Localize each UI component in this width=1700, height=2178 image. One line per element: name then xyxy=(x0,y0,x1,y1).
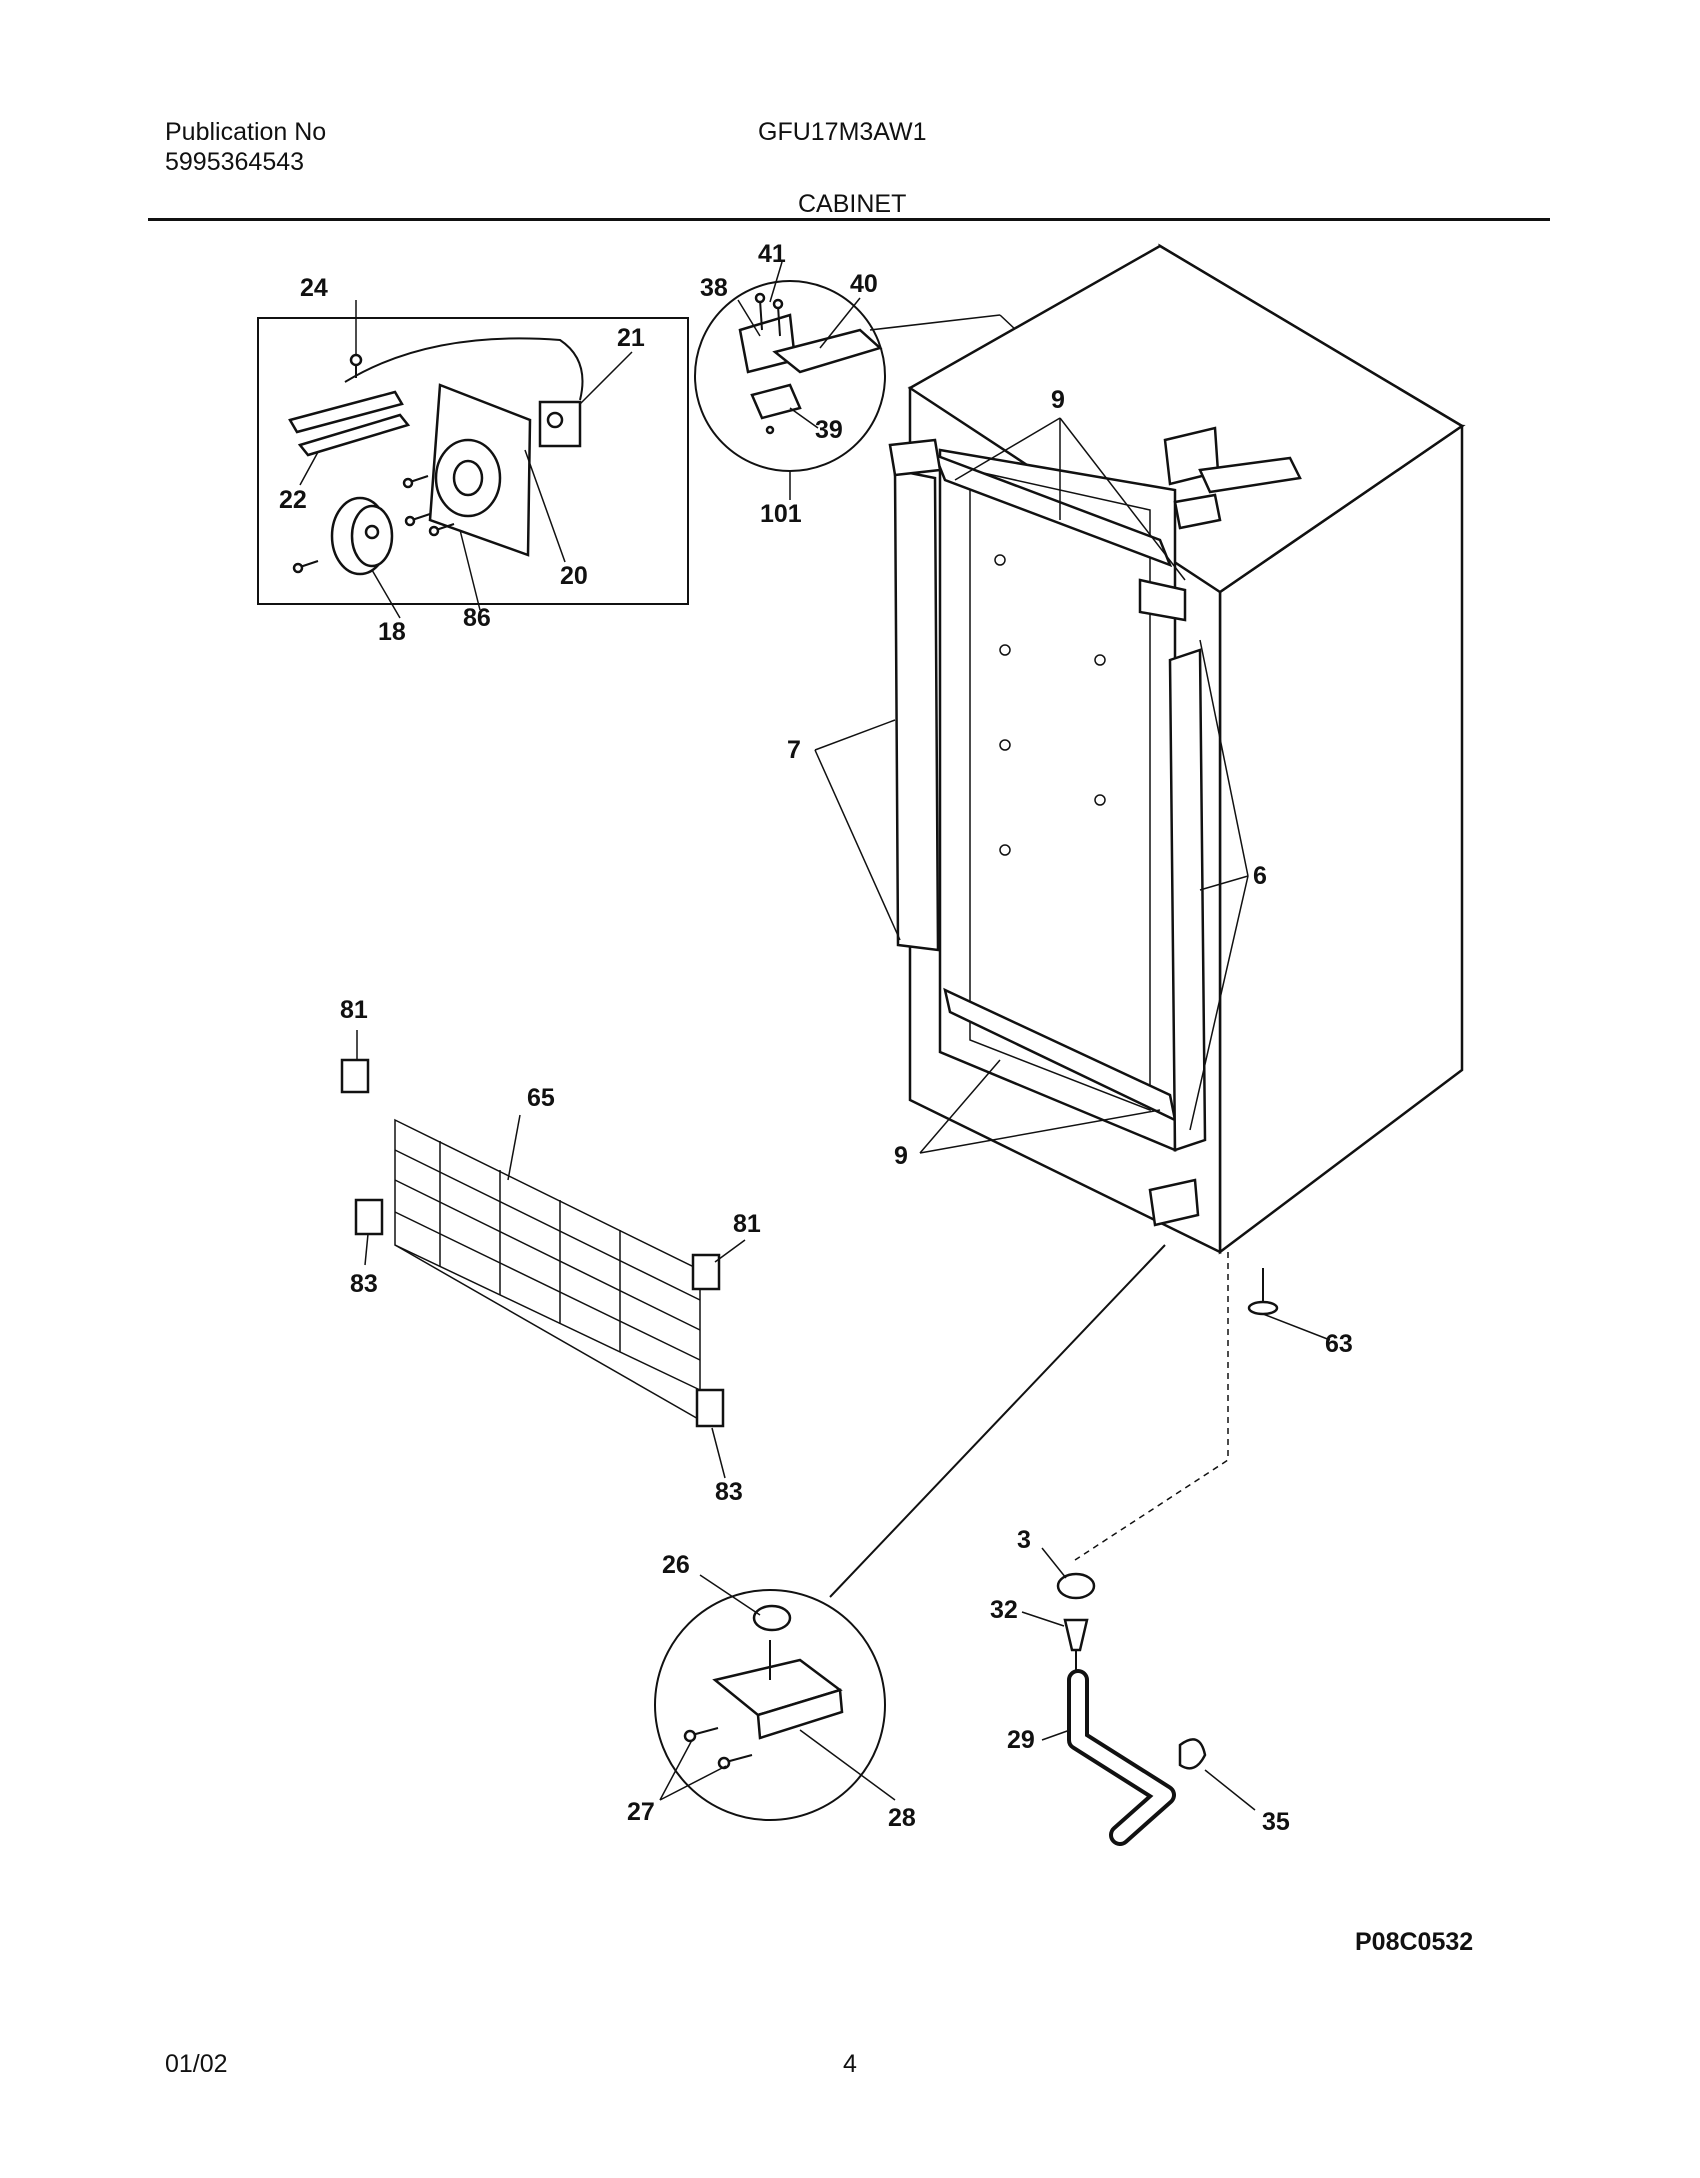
fan-housing-part xyxy=(428,383,532,557)
callout-20: 20 xyxy=(560,562,588,590)
callout-63: 63 xyxy=(1325,1330,1353,1358)
cabinet-body xyxy=(888,243,1466,1255)
top-hinge-circle xyxy=(694,280,886,472)
inset-screws xyxy=(292,475,455,574)
wire-lead xyxy=(344,337,584,401)
thermostat-part xyxy=(538,400,582,448)
cabinet-leaders xyxy=(814,417,1249,1154)
drain-plug-part xyxy=(1041,1547,1096,1600)
bottom-hinge-detail xyxy=(654,1244,1166,1821)
callout-35: 35 xyxy=(1262,1808,1290,1836)
figure-code: P08C0532 xyxy=(1355,1928,1473,1956)
drain-clip-part xyxy=(1178,1738,1256,1811)
callout-9-bottom: 9 xyxy=(894,1142,908,1170)
callout-83-right: 83 xyxy=(715,1478,743,1506)
fan-blade-part xyxy=(330,496,394,576)
callout-labels: 24 21 22 20 18 86 41 38 40 39 101 9 7 6 … xyxy=(279,240,1473,1956)
gasket-left-part xyxy=(893,468,940,952)
drain-fitting-part xyxy=(1021,1611,1089,1670)
publication-label: Publication No xyxy=(165,118,327,146)
callout-39: 39 xyxy=(815,416,843,444)
callout-21: 21 xyxy=(617,324,645,352)
inset-frame xyxy=(257,317,689,605)
publication-number: 5995364543 xyxy=(165,148,305,176)
section-title: CABINET xyxy=(798,190,907,218)
callout-29: 29 xyxy=(1007,1726,1035,1754)
callout-83-left: 83 xyxy=(350,1270,378,1298)
callout-81-left: 81 xyxy=(340,996,368,1024)
basket-clips xyxy=(340,1030,746,1479)
callout-81-right: 81 xyxy=(733,1210,761,1238)
page-number: 4 xyxy=(843,2050,857,2078)
callout-22: 22 xyxy=(279,486,307,514)
callout-38: 38 xyxy=(700,274,728,302)
gasket-top-part xyxy=(932,452,1173,568)
drain-path-dashed xyxy=(1074,1252,1229,1561)
callout-41: 41 xyxy=(758,240,786,268)
header-rule xyxy=(148,218,1550,221)
callout-101: 101 xyxy=(760,500,802,528)
callout-18: 18 xyxy=(378,618,406,646)
callout-24: 24 xyxy=(300,274,328,302)
callout-3: 3 xyxy=(1017,1526,1031,1554)
clip-83-right xyxy=(695,1388,725,1428)
wire-basket-part xyxy=(394,1114,701,1421)
callout-86: 86 xyxy=(463,604,491,632)
callout-27: 27 xyxy=(627,1798,655,1826)
top-hinge-detail xyxy=(694,261,1176,500)
callout-26: 26 xyxy=(662,1551,690,1579)
drain-tube-part xyxy=(1041,1669,1176,1846)
clip-81-right xyxy=(691,1253,721,1291)
callout-9-top: 9 xyxy=(1051,386,1065,414)
fan-assembly-inset xyxy=(257,300,689,619)
callout-65: 65 xyxy=(527,1084,555,1112)
bottom-hinge-circle xyxy=(654,1589,886,1821)
callout-40: 40 xyxy=(850,270,878,298)
heater-strip-part xyxy=(288,390,411,457)
callout-32: 32 xyxy=(990,1596,1018,1624)
clip-83-left xyxy=(354,1198,384,1236)
leveling-leg-part xyxy=(1247,1268,1331,1341)
gasket-right-part xyxy=(1168,648,1207,1152)
clip-81-left xyxy=(340,1058,370,1094)
model-number: GFU17M3AW1 xyxy=(758,118,927,146)
footer-date: 01/02 xyxy=(165,2050,228,2078)
callout-7: 7 xyxy=(787,736,801,764)
callout-6: 6 xyxy=(1253,862,1267,890)
callout-28: 28 xyxy=(888,1804,916,1832)
